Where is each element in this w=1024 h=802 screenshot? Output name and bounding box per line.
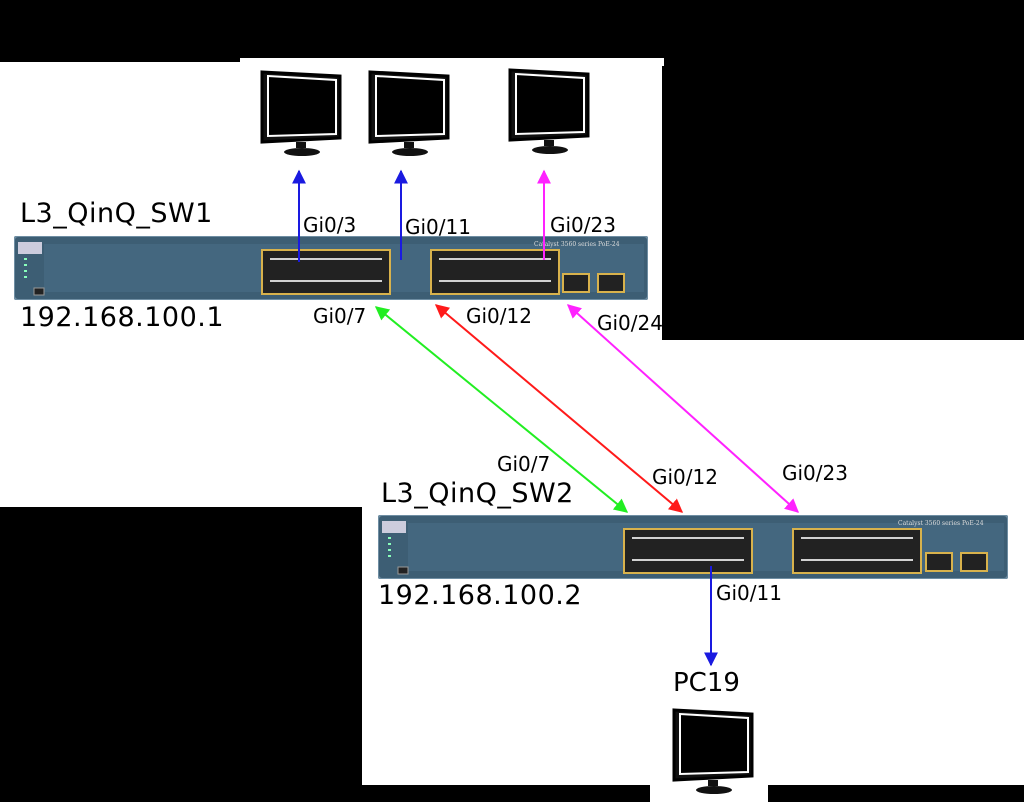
monitor-3-icon <box>508 68 590 154</box>
sw2-port-gi0-11: Gi0/11 <box>716 581 782 605</box>
monitor-1-icon <box>260 70 342 156</box>
sw1-port-gi0-12: Gi0/12 <box>466 304 532 328</box>
sw1-port-gi0-24: Gi0/24 <box>597 311 663 335</box>
switch-2-ip: 192.168.100.2 <box>378 580 583 611</box>
sw2-port-gi0-12: Gi0/12 <box>652 465 718 489</box>
sw1-port-gi0-23: Gi0/23 <box>550 213 616 237</box>
pc19-label: PC19 <box>673 668 740 698</box>
sw1-port-gi0-7: Gi0/7 <box>313 304 367 328</box>
link-gi0-24-gi0-23 <box>566 304 800 513</box>
svg-text:Catalyst 3560 series PoE-24: Catalyst 3560 series PoE-24 <box>534 241 620 248</box>
switch-1: Catalyst 3560 series PoE-24 <box>14 236 648 300</box>
switch-1-ip: 192.168.100.1 <box>20 302 225 333</box>
switch-1-name: L3_QinQ_SW1 <box>20 198 213 229</box>
svg-text:Catalyst 3560 series PoE-24: Catalyst 3560 series PoE-24 <box>898 520 984 527</box>
switch-2-name: L3_QinQ_SW2 <box>381 478 574 509</box>
monitor-pc19-icon <box>672 708 754 794</box>
switch-2: Catalyst 3560 series PoE-24 <box>378 515 1008 579</box>
monitor-2-icon <box>368 70 450 156</box>
sw1-port-gi0-11: Gi0/11 <box>405 215 471 239</box>
sw1-port-gi0-3: Gi0/3 <box>303 213 357 237</box>
top-panel-strip <box>240 58 664 66</box>
sw2-port-gi0-23: Gi0/23 <box>782 461 848 485</box>
sw2-port-gi0-7: Gi0/7 <box>497 452 551 476</box>
